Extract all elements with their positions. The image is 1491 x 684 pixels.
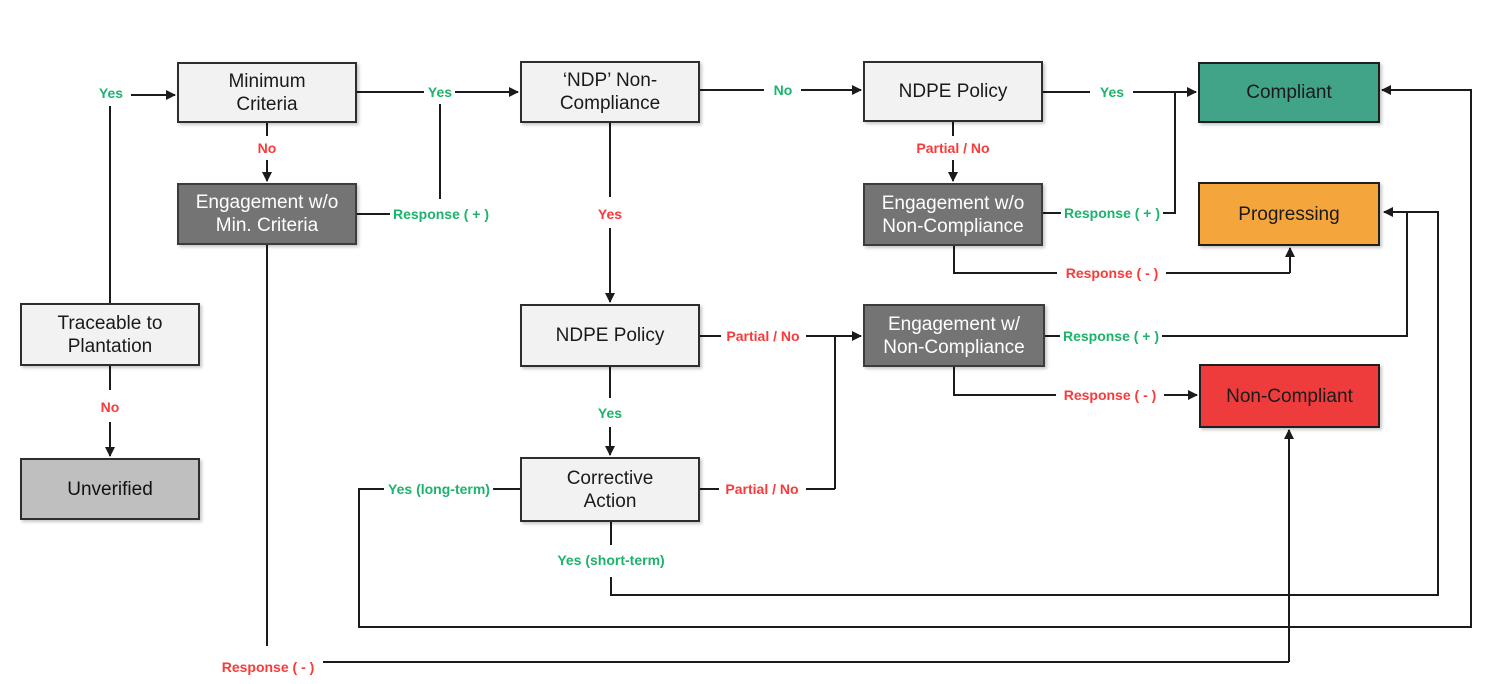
node-label: ‘NDP’ Non-Compliance	[559, 70, 661, 114]
node-label: Compliant	[1246, 82, 1332, 103]
node-progressing: Progressing	[1198, 182, 1380, 246]
node-unverified: Unverified	[20, 458, 200, 520]
edge-label-traceable-no: No	[97, 399, 123, 415]
edge-label-yes-short-term: Yes (short-term)	[554, 552, 668, 568]
edge-label-response-negative-bottom: Response ( - )	[218, 659, 318, 675]
node-corrective-action: Corrective Action	[520, 457, 700, 522]
node-label: Corrective Action	[566, 467, 654, 512]
edge-label-minimum-criteria-no: No	[254, 140, 280, 156]
edge-label-start-yes: Yes	[95, 85, 127, 101]
edge-label-ndpe-mid-partial-no: Partial / No	[723, 328, 803, 344]
edge-label-response-negative-w-nc: Response ( - )	[1060, 387, 1160, 403]
node-label: Engagement w/o Min. Criteria	[195, 192, 339, 236]
edge-label-response-positive-wo-nc: Response ( + )	[1060, 205, 1164, 221]
node-ndpe-policy-top: NDPE Policy	[863, 61, 1043, 122]
node-label: NDPE Policy	[898, 81, 1008, 102]
edge-label-ndpe-mid-yes: Yes	[594, 405, 626, 421]
node-label: Progressing	[1238, 203, 1340, 225]
node-ndpe-policy-mid: NDPE Policy	[520, 304, 700, 367]
node-label: Unverified	[67, 478, 153, 500]
edge-label-ndp-no: No	[770, 82, 796, 98]
node-label: NDPE Policy	[555, 325, 665, 346]
node-ndp-non-compliance: ‘NDP’ Non-Compliance	[520, 61, 700, 123]
node-label: Non-Compliant	[1226, 385, 1353, 407]
node-label: Engagement w/ Non-Compliance	[883, 313, 1025, 358]
edge-label-ndp-yes: Yes	[594, 206, 626, 222]
edge-label-ndpe-top-partial-no: Partial / No	[913, 140, 993, 156]
node-non-compliant: Non-Compliant	[1199, 364, 1380, 428]
edge-label-corrective-partial-no: Partial / No	[722, 481, 802, 497]
node-traceable-to-plantation: Traceable to Plantation	[20, 303, 200, 366]
edge-label-response-positive-w-nc: Response ( + )	[1059, 328, 1163, 344]
node-label: Engagement w/o Non-Compliance	[881, 192, 1025, 237]
node-engagement-wo-non-compliance: Engagement w/o Non-Compliance	[863, 183, 1043, 246]
node-engagement-wo-min-criteria: Engagement w/o Min. Criteria	[177, 183, 357, 245]
node-label: Traceable to Plantation	[57, 312, 163, 357]
node-engagement-w-non-compliance: Engagement w/ Non-Compliance	[863, 304, 1045, 367]
edge-label-minimum-criteria-yes: Yes	[424, 84, 456, 100]
node-label: Minimum Criteria	[228, 70, 306, 115]
edge-label-ndpe-top-yes: Yes	[1096, 84, 1128, 100]
node-minimum-criteria: Minimum Criteria	[177, 62, 357, 123]
edge-label-response-negative-wo-nc: Response ( - )	[1062, 265, 1162, 281]
node-compliant: Compliant	[1198, 62, 1380, 123]
edge-label-yes-long-term: Yes (long-term)	[385, 481, 493, 497]
edge-label-response-positive-min-criteria: Response ( + )	[389, 206, 493, 222]
